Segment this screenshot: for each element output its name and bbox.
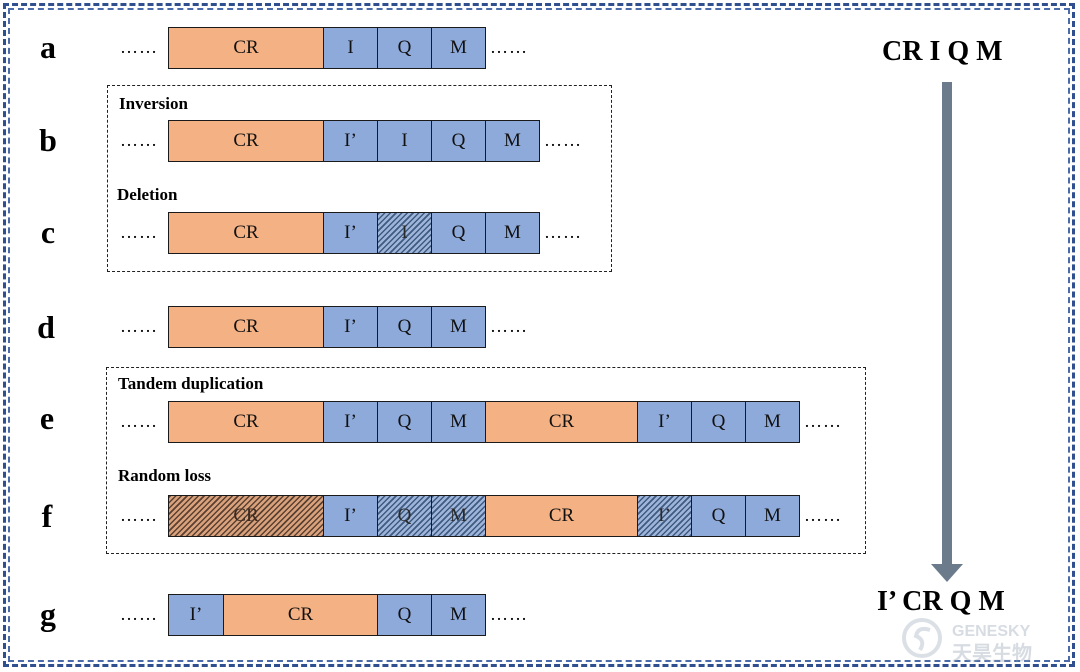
segment-m: M	[485, 212, 540, 254]
down-arrow-icon	[931, 564, 963, 582]
segment-cr: CR	[223, 594, 378, 636]
right-dots: ……	[544, 130, 582, 150]
segment-m-lost: M	[431, 495, 486, 537]
right-dots: ……	[490, 316, 528, 336]
segment-cr: CR	[485, 495, 638, 537]
segment-i: I	[377, 120, 432, 162]
row-label-b: b	[39, 122, 57, 158]
segment-cr: CR	[168, 27, 324, 69]
segment-m: M	[745, 495, 800, 537]
track-c: …… CR I’ I Q M ……	[0, 212, 1080, 254]
left-dots: ……	[120, 316, 158, 336]
caption-deletion: Deletion	[117, 185, 178, 204]
segment-q: Q	[377, 306, 432, 348]
right-dots: ……	[804, 505, 842, 525]
right-dots: ……	[490, 37, 528, 57]
svg-text:天昊生物: 天昊生物	[952, 641, 1032, 665]
segment-cr: CR	[168, 212, 324, 254]
track-g: …… I’ CR Q M ……	[0, 594, 1080, 636]
caption-tandem-duplication: Tandem duplication	[118, 374, 264, 393]
genesky-logo-icon: GENESKY 天昊生物	[902, 618, 1032, 665]
segment-i-inverted-lost: I’	[637, 495, 692, 537]
start-arrangement-label: CR I Q M	[882, 36, 1003, 67]
row-label-g: g	[40, 596, 56, 632]
svg-text:GENESKY: GENESKY	[952, 623, 1031, 640]
segment-q: Q	[377, 594, 432, 636]
end-arrangement-label: I’ CR Q M	[877, 586, 1005, 617]
track-a: …… CR I Q M ……	[0, 27, 1080, 69]
right-dots: ……	[490, 604, 528, 624]
segment-q: Q	[431, 212, 486, 254]
right-dots: ……	[544, 222, 582, 242]
segment-i-inverted: I’	[323, 306, 378, 348]
track-e: …… CR I’ Q M CR I’ Q M ……	[0, 401, 1080, 443]
segment-q: Q	[691, 495, 746, 537]
left-dots: ……	[120, 505, 158, 525]
genesky-watermark-logo: GENESKY 天昊生物	[900, 616, 1070, 666]
row-label-e: e	[39, 400, 55, 436]
segment-i-inverted: I’	[323, 401, 378, 443]
segment-q-duplicate: Q	[691, 401, 746, 443]
segment-i-inverted: I’	[323, 120, 378, 162]
segment-cr: CR	[168, 120, 324, 162]
row-label-d: d	[37, 309, 55, 345]
row-label-a: a	[40, 29, 56, 65]
segment-m: M	[431, 594, 486, 636]
left-dots: ……	[120, 222, 158, 242]
left-dots: ……	[120, 604, 158, 624]
left-dots: ……	[120, 130, 158, 150]
segment-m: M	[485, 120, 540, 162]
duplication-loss-box	[106, 367, 866, 554]
left-dots: ……	[120, 37, 158, 57]
segment-m: M	[431, 401, 486, 443]
segment-i-inverted: I’	[168, 594, 224, 636]
caption-random-loss: Random loss	[118, 466, 212, 485]
segment-cr: CR	[168, 401, 324, 443]
segment-m: M	[431, 27, 486, 69]
segment-i: I	[323, 27, 378, 69]
row-label-f: f	[41, 498, 53, 534]
segment-m: M	[431, 306, 486, 348]
segment-i-inverted: I’	[323, 212, 378, 254]
outer-frame	[3, 3, 1075, 667]
right-dots: ……	[804, 411, 842, 431]
segment-m-duplicate: M	[745, 401, 800, 443]
track-b: …… CR I’ I Q M ……	[0, 120, 1080, 162]
track-f: …… CR I’ Q M CR I’ Q M ……	[0, 495, 1080, 537]
segment-q: Q	[377, 27, 432, 69]
inversion-deletion-box	[107, 85, 612, 272]
segment-i-inverted: I’	[323, 495, 378, 537]
row-label-c: c	[40, 214, 56, 250]
segment-cr: CR	[168, 306, 324, 348]
segment-cr-lost: CR	[168, 495, 324, 537]
track-d: …… CR I’ Q M ……	[0, 306, 1080, 348]
segment-q: Q	[431, 120, 486, 162]
segment-i-deleted: I	[377, 212, 432, 254]
caption-inversion: Inversion	[119, 94, 188, 113]
down-arrow-shaft	[942, 82, 952, 566]
segment-q-lost: Q	[377, 495, 432, 537]
segment-cr-duplicate: CR	[485, 401, 638, 443]
segment-q: Q	[377, 401, 432, 443]
segment-i-inverted-duplicate: I’	[637, 401, 692, 443]
left-dots: ……	[120, 411, 158, 431]
